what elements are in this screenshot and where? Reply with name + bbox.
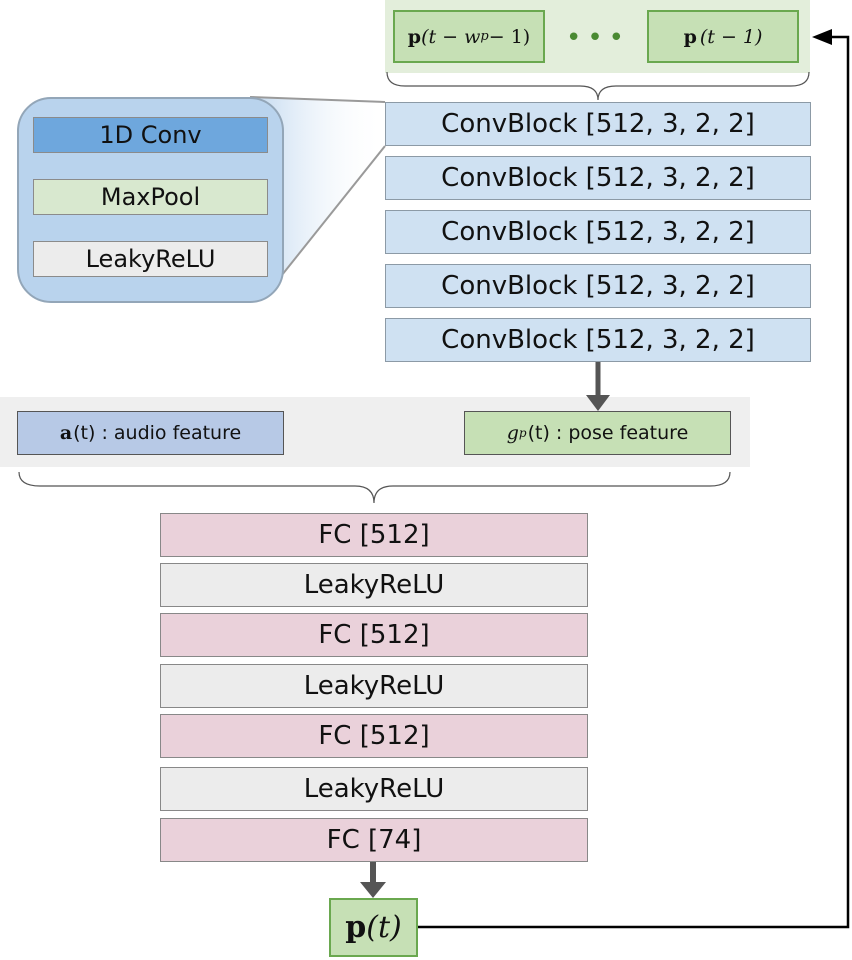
- zoom-line-bottom: [269, 145, 386, 291]
- convblock-4: ConvBlock [512, 3, 2, 2]: [385, 264, 811, 308]
- leakyrelu-1: LeakyReLU: [160, 563, 588, 607]
- leakyrelu-3: LeakyReLU: [160, 767, 588, 811]
- zoom-line-top: [249, 96, 386, 103]
- convblock-2: ConvBlock [512, 3, 2, 2]: [385, 156, 811, 200]
- pose-input-last: p(t − 1): [647, 10, 799, 63]
- pose-input-ellipsis: •••: [565, 23, 630, 53]
- convblock-1: ConvBlock [512, 3, 2, 2]: [385, 102, 811, 146]
- output-pose: p(t): [329, 898, 418, 957]
- leakyrelu-2: LeakyReLU: [160, 664, 588, 708]
- leakyrelu-layer: LeakyReLU: [33, 241, 268, 277]
- fc-layer-3: FC [512]: [160, 714, 588, 758]
- convblock-3: ConvBlock [512, 3, 2, 2]: [385, 210, 811, 254]
- feedback-loop: [418, 35, 850, 929]
- audio-feature-box: a(t) : audio feature: [17, 411, 284, 455]
- arrow-fc-to-output: [360, 882, 386, 898]
- feedback-arrowhead: [812, 29, 832, 45]
- convblock-5: ConvBlock [512, 3, 2, 2]: [385, 318, 811, 362]
- conv1d-layer: 1D Conv: [33, 117, 268, 153]
- fc-output-layer: FC [74]: [160, 818, 588, 862]
- pose-brace: [386, 71, 810, 101]
- arrow-conv-to-pose-feature: [586, 395, 610, 411]
- maxpool-layer: MaxPool: [33, 179, 268, 215]
- fc-layer-1: FC [512]: [160, 513, 588, 557]
- fc-layer-2: FC [512]: [160, 613, 588, 657]
- feature-brace: [18, 471, 731, 504]
